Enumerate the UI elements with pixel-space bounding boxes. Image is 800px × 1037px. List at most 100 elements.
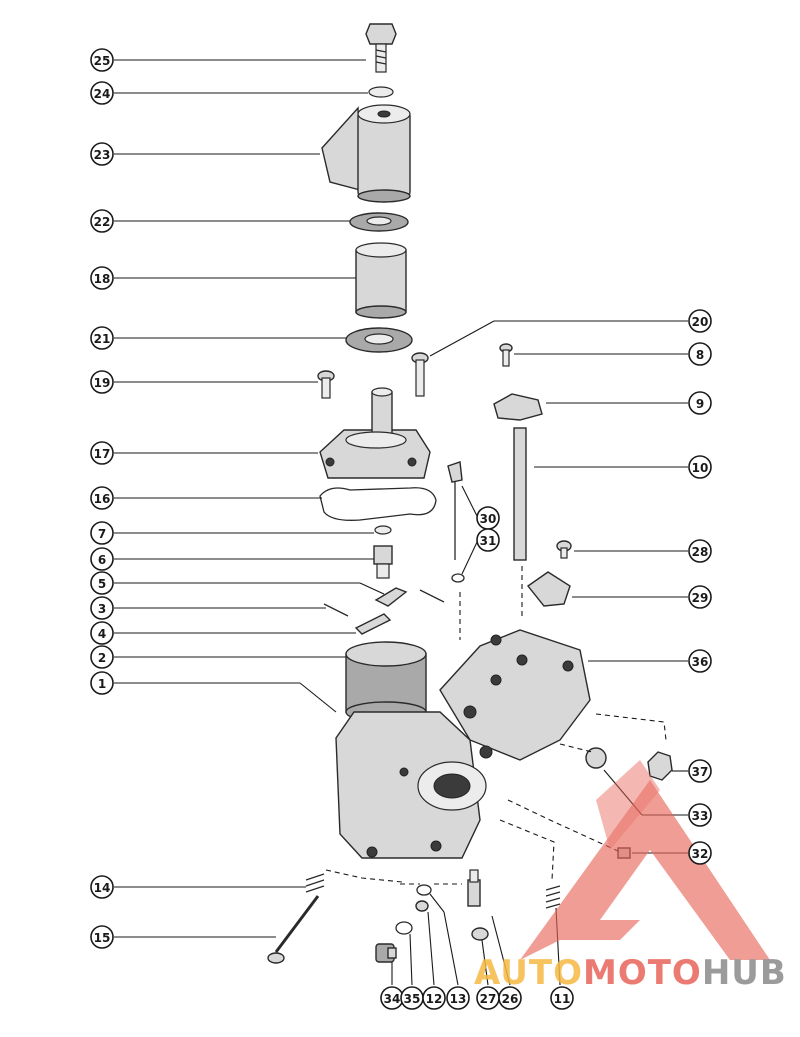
callout-label: 32 — [692, 847, 709, 861]
part-13-oring — [416, 884, 432, 896]
part-18-sleeve — [355, 242, 407, 319]
part-19-screw — [317, 370, 335, 399]
callout-label: 4 — [98, 627, 106, 641]
part-26-fitting — [467, 869, 481, 907]
callout-36: 36 — [688, 649, 712, 673]
callout-label: 1 — [98, 677, 106, 691]
callout-circle — [90, 671, 114, 695]
part-22-seal — [349, 212, 409, 232]
callout-15: 15 — [90, 925, 114, 949]
callout-circle — [90, 925, 114, 949]
part-36-flange — [439, 629, 591, 761]
callout-circle — [422, 986, 446, 1010]
callout-9: 9 — [688, 391, 712, 415]
callout-label: 14 — [94, 881, 111, 895]
callout-circle — [90, 486, 114, 510]
callout-circle — [498, 986, 522, 1010]
part-21-gasket — [345, 327, 413, 353]
callout-label: 34 — [384, 992, 401, 1006]
part-35-washer — [395, 921, 413, 935]
part-3-pin — [323, 603, 349, 617]
callout-circle — [550, 986, 574, 1010]
callout-label: 17 — [94, 447, 111, 461]
callout-label: 33 — [692, 809, 709, 823]
callout-bubbles: 2524232218211917167653421141520891030312… — [90, 48, 712, 1010]
callout-22: 22 — [90, 209, 114, 233]
callout-label: 27 — [480, 992, 497, 1006]
callout-circle — [688, 539, 712, 563]
callout-6: 6 — [90, 547, 114, 571]
callout-33: 33 — [688, 803, 712, 827]
callout-circle — [476, 528, 500, 552]
callout-23: 23 — [90, 142, 114, 166]
part-24-washer — [368, 86, 394, 98]
callout-21: 21 — [90, 326, 114, 350]
part-34-plug — [375, 943, 397, 963]
callout-10: 10 — [688, 455, 712, 479]
callout-label: 31 — [480, 534, 497, 548]
callout-5: 5 — [90, 571, 114, 595]
callout-label: 37 — [692, 765, 709, 779]
callout-label: 6 — [98, 553, 106, 567]
part-8-screw — [499, 343, 513, 367]
callout-circle — [90, 521, 114, 545]
callout-circle — [90, 571, 114, 595]
part-6-fitting — [373, 545, 393, 579]
callout-circle — [90, 596, 114, 620]
callout-circle — [90, 875, 114, 899]
part-16-gasket — [319, 487, 437, 521]
callout-31: 31 — [476, 528, 500, 552]
part-33-plug — [585, 747, 607, 769]
callout-7: 7 — [90, 521, 114, 545]
callout-label: 11 — [554, 992, 571, 1006]
callout-circle — [90, 81, 114, 105]
callout-label: 15 — [94, 931, 111, 945]
part-28-screw — [556, 540, 572, 559]
part-14-spring — [305, 873, 325, 893]
callout-circle — [688, 455, 712, 479]
callout-circle — [90, 441, 114, 465]
callout-29: 29 — [688, 585, 712, 609]
part-10-shaft — [513, 427, 527, 561]
callout-circle — [688, 309, 712, 333]
callout-label: 29 — [692, 591, 709, 605]
leader-lines — [114, 59, 688, 986]
callout-circle — [688, 841, 712, 865]
svg-text:AUTOMOTOHUB: AUTOMOTOHUB — [474, 953, 787, 993]
callout-label: 26 — [502, 992, 519, 1006]
part-drawings — [267, 23, 673, 964]
callout-16: 16 — [90, 486, 114, 510]
callout-circle — [688, 759, 712, 783]
callout-circle — [688, 649, 712, 673]
callout-label: 23 — [94, 148, 111, 162]
callout-label: 25 — [94, 54, 111, 68]
callout-24: 24 — [90, 81, 114, 105]
callout-label: 36 — [692, 655, 709, 669]
callout-17: 17 — [90, 441, 114, 465]
callout-28: 28 — [688, 539, 712, 563]
callout-label: 21 — [94, 332, 111, 346]
callout-35: 35 — [400, 986, 424, 1010]
callout-label: 16 — [94, 492, 111, 506]
callout-circle — [90, 142, 114, 166]
part-25-bolt — [365, 23, 397, 73]
callout-19: 19 — [90, 370, 114, 394]
callout-label: 18 — [94, 272, 111, 286]
watermark: AUTOMOTOHUB — [474, 760, 787, 993]
part-29-cam — [526, 571, 571, 607]
callout-27: 27 — [476, 986, 500, 1010]
callout-37: 37 — [688, 759, 712, 783]
callout-label: 12 — [426, 992, 443, 1006]
callout-label: 2 — [98, 651, 106, 665]
watermark-text-auto: AUTO — [474, 953, 583, 993]
callout-20: 20 — [688, 309, 712, 333]
callout-circle — [90, 48, 114, 72]
callout-4: 4 — [90, 621, 114, 645]
callout-label: 13 — [450, 992, 467, 1006]
watermark-logo-triangle — [520, 780, 770, 960]
callout-label: 7 — [98, 527, 106, 541]
callout-30: 30 — [476, 506, 500, 530]
callout-circle — [90, 266, 114, 290]
callout-18: 18 — [90, 266, 114, 290]
